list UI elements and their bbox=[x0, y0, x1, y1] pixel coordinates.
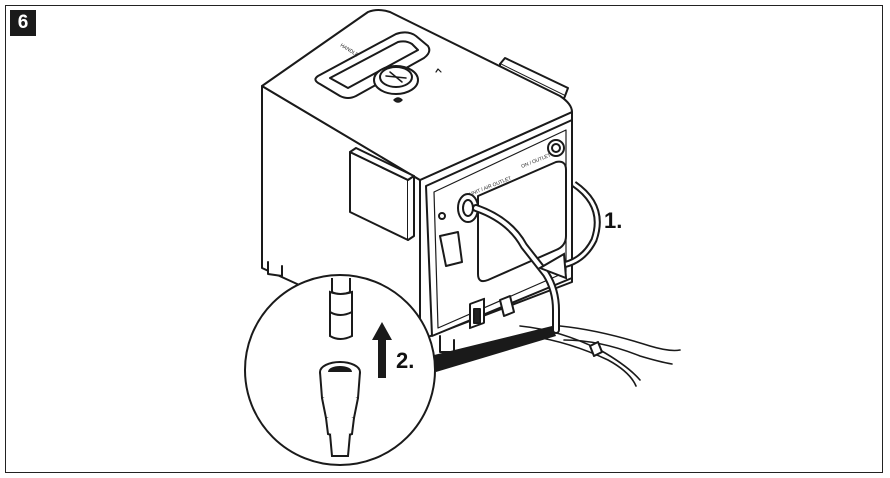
power-switch bbox=[469, 297, 485, 330]
foot-left bbox=[267, 261, 283, 277]
device-top-face bbox=[261, 9, 573, 181]
zoom-callout: 2. bbox=[244, 274, 436, 466]
drop-symbol bbox=[393, 97, 403, 103]
arrow-symbol bbox=[435, 68, 442, 73]
up-arrow bbox=[372, 322, 392, 378]
tube-elbow bbox=[439, 231, 463, 267]
step-number-badge: 6 bbox=[10, 10, 36, 36]
lower-connector bbox=[319, 361, 361, 457]
step-1-label: 1. bbox=[604, 208, 622, 233]
rotate-arrow bbox=[537, 181, 601, 280]
cable-clip bbox=[589, 341, 603, 357]
front-panel bbox=[425, 119, 573, 337]
control-knob bbox=[373, 65, 419, 95]
small-plug bbox=[499, 295, 515, 317]
foot-right bbox=[439, 335, 455, 353]
upper-tube bbox=[329, 278, 353, 340]
zoom-wedge bbox=[430, 326, 556, 372]
step-2-label: 2. bbox=[396, 348, 414, 373]
figure-border bbox=[5, 5, 883, 473]
